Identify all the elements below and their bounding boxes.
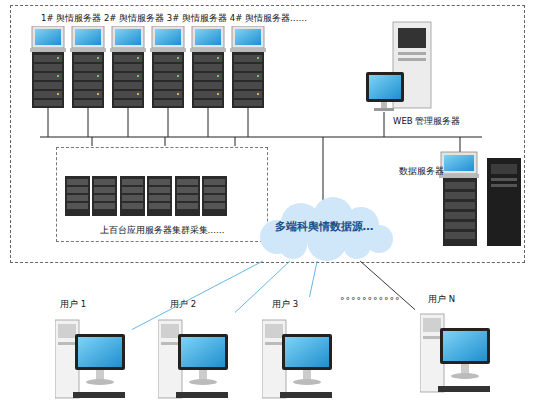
web-server: WEB 管理服务器: [361, 21, 443, 129]
data-server: 数据服务器: [396, 149, 524, 249]
user-terminal: 用户 3: [257, 297, 339, 405]
data-source-cloud: 多端科舆情数据源…: [249, 197, 399, 261]
web-server-icon: [366, 22, 431, 111]
node-label: 数据服务器: [399, 167, 444, 176]
node-label: 上百台应用服务器集群采集……: [57, 226, 267, 235]
user-terminal: 用户 1: [50, 297, 132, 405]
system-boundary: 1# 舆情服务器 2# 舆情服务器 3# 舆情服务器 4# 舆情服务器…… WEB…: [10, 5, 525, 263]
node-label: 1# 舆情服务器 2# 舆情服务器 3# 舆情服务器 4# 舆情服务器……: [41, 14, 307, 23]
server-cluster: 上百台应用服务器集群采集……: [56, 147, 268, 242]
node-label: 用户 1: [60, 300, 86, 309]
server-row: [30, 26, 266, 108]
node-label: 用户 N: [428, 295, 455, 304]
node-label: 用户 3: [272, 300, 298, 309]
data-server-icon: [439, 152, 521, 246]
node-label: WEB 管理服务器: [393, 117, 460, 126]
cloud-puff: [279, 231, 307, 259]
user-terminal: 用户 N: [415, 292, 497, 400]
cloud-puff: [343, 231, 371, 259]
network-link: [132, 261, 263, 330]
network-link: [235, 261, 290, 313]
network-link: [310, 261, 318, 297]
cluster-servers: [65, 176, 227, 216]
cloud-label: 多端科舆情数据源…: [249, 221, 399, 233]
ellipsis-label: °°°°°°°°°°°: [340, 296, 401, 306]
user-computers: [55, 314, 490, 398]
user-terminal: 用户 2: [153, 297, 235, 405]
node-label: 用户 2: [170, 300, 196, 309]
